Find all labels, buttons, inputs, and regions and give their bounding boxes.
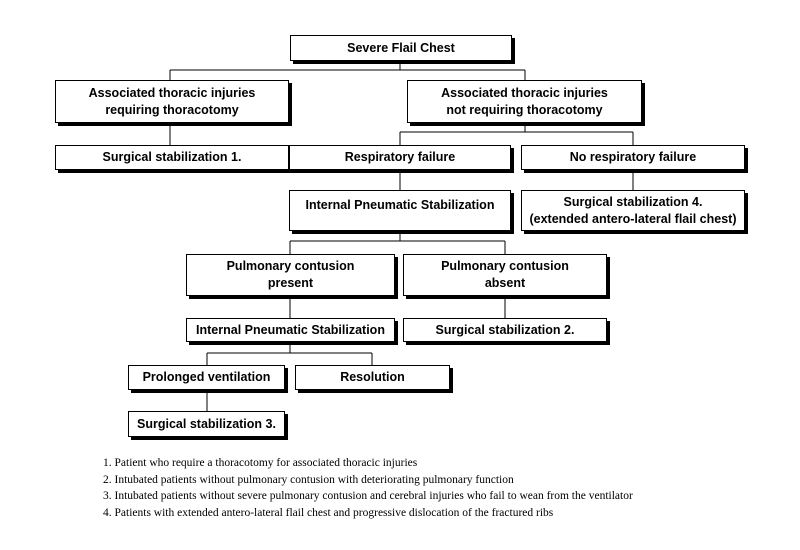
footnote-4: 4. Patients with extended antero-lateral… xyxy=(103,506,554,519)
node-internal-pneumatic-stabilization-2: Internal Pneumatic Stabilization xyxy=(186,318,395,342)
node-surgical-stabilization-3: Surgical stabilization 3. xyxy=(128,411,285,437)
footnote-2: 2. Intubated patients without pulmonary … xyxy=(103,473,514,486)
node-respiratory-failure: Respiratory failure xyxy=(289,145,511,170)
node-prolonged-ventilation: Prolonged ventilation xyxy=(128,365,285,390)
node-assoc-injuries-no-thoracotomy: Associated thoracic injuries not requiri… xyxy=(407,80,642,123)
node-resolution: Resolution xyxy=(295,365,450,390)
node-surgical-stabilization-4: Surgical stabilization 4. (extended ante… xyxy=(521,190,745,231)
node-no-respiratory-failure: No respiratory failure xyxy=(521,145,745,170)
node-surgical-stabilization-2: Surgical stabilization 2. xyxy=(403,318,607,342)
node-severe-flail-chest: Severe Flail Chest xyxy=(290,35,512,61)
footnote-1: 1. Patient who require a thoracotomy for… xyxy=(103,457,418,469)
node-assoc-injuries-thoracotomy: Associated thoracic injuries requiring t… xyxy=(55,80,289,123)
node-pulmonary-contusion-present: Pulmonary contusion present xyxy=(186,254,395,296)
footnote-3: 3. Intubated patients without severe pul… xyxy=(103,490,633,502)
node-surgical-stabilization-1: Surgical stabilization 1. xyxy=(55,145,289,170)
node-pulmonary-contusion-absent: Pulmonary contusion absent xyxy=(403,254,607,296)
node-internal-pneumatic-stabilization: Internal Pneumatic Stabilization xyxy=(289,190,511,231)
footnotes: 1. Patient who require a thoracotomy for… xyxy=(103,455,783,521)
